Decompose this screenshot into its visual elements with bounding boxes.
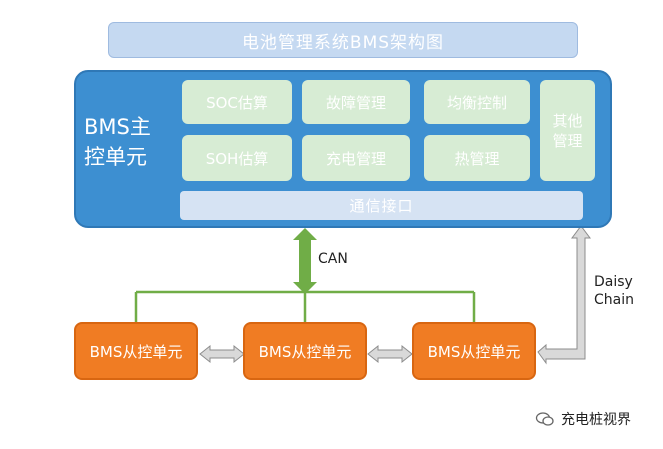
can-arrow xyxy=(293,228,317,294)
master-label-line1: BMS主 xyxy=(84,115,151,139)
module-other-line1: 其他 xyxy=(552,111,583,130)
slave-link-arrow-2 xyxy=(367,344,413,364)
watermark: 充电桩视界 xyxy=(535,409,631,429)
module-fault: 故障管理 xyxy=(302,80,410,124)
module-thermal: 热管理 xyxy=(424,135,530,181)
module-other: 其他 管理 xyxy=(540,80,595,181)
daisy-label-line2: Chain xyxy=(594,292,634,308)
module-other-line2: 管理 xyxy=(552,131,583,150)
bms-slave-unit-3: BMS从控单元 xyxy=(412,322,536,380)
module-charge: 充电管理 xyxy=(302,135,410,181)
wechat-icon xyxy=(535,412,554,426)
module-soh: SOH估算 xyxy=(182,135,292,181)
watermark-text: 充电桩视界 xyxy=(561,412,631,428)
diagram-title: 电池管理系统BMS架构图 xyxy=(108,22,578,58)
slave-link-arrow-1 xyxy=(199,344,245,364)
bms-slave-unit-1: BMS从控单元 xyxy=(74,322,198,380)
master-label-line2: 控单元 xyxy=(84,145,147,169)
can-label: CAN xyxy=(318,251,348,267)
can-bus xyxy=(134,290,476,322)
comm-interface: 通信接口 xyxy=(180,191,583,220)
module-soc: SOC估算 xyxy=(182,80,292,124)
daisy-chain-label: Daisy Chain xyxy=(594,273,634,309)
daisy-chain-arrow xyxy=(537,225,591,365)
module-balance: 均衡控制 xyxy=(424,80,530,124)
bms-slave-unit-2: BMS从控单元 xyxy=(243,322,367,380)
master-unit-label: BMS主 控单元 xyxy=(84,112,168,172)
daisy-label-line1: Daisy xyxy=(594,274,633,290)
